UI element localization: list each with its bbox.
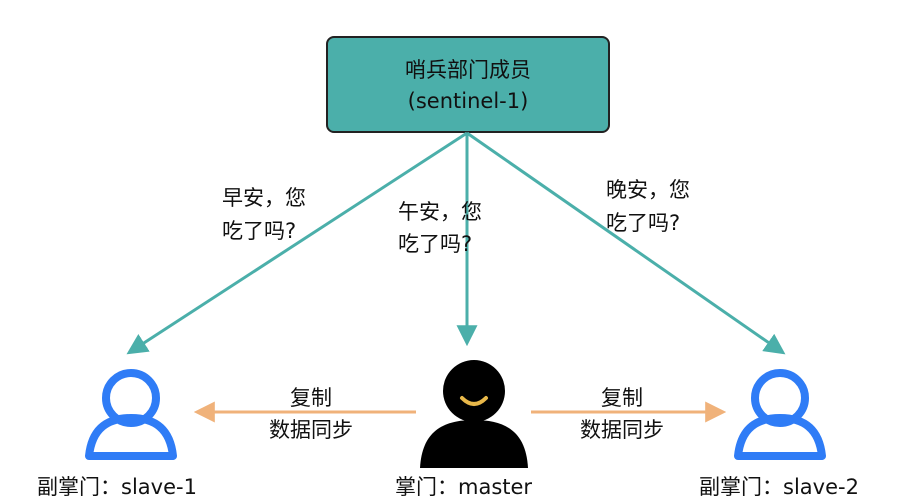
slave1-user-outline-icon xyxy=(85,369,177,460)
arrow-sentinel-to-slave1 xyxy=(126,131,468,355)
slave2-label: 副掌门：slave-2 xyxy=(699,475,859,499)
message-middle-line1: 午安，您 xyxy=(398,200,482,224)
master-label: 掌门：master xyxy=(395,475,532,499)
sync-left-line1: 复制 xyxy=(290,386,332,410)
sentinel-node: 哨兵部门成员 (sentinel-1) xyxy=(326,36,610,133)
message-left: 早安，您 吃了吗? xyxy=(222,186,306,243)
message-middle-line2: 吃了吗? xyxy=(398,232,472,256)
message-right-line1: 晚安，您 xyxy=(606,178,690,202)
master-user-filled-icon xyxy=(420,360,528,468)
sentinel-subtitle: (sentinel-1) xyxy=(408,89,529,113)
sync-label-right: 复制 数据同步 xyxy=(580,386,664,442)
sync-right-line1: 复制 xyxy=(601,386,643,410)
message-left-line1: 早安，您 xyxy=(222,186,306,210)
sync-right-line2: 数据同步 xyxy=(580,418,664,442)
master-smile-icon xyxy=(460,396,488,406)
sync-label-left: 复制 数据同步 xyxy=(269,386,353,442)
sync-left-line2: 数据同步 xyxy=(269,418,353,442)
slave1-label: 副掌门：slave-1 xyxy=(37,475,197,499)
message-right-line2: 吃了吗? xyxy=(606,211,680,235)
arrow-sentinel-to-slave2 xyxy=(466,131,786,355)
sentinel-box xyxy=(326,36,610,133)
slave2-user-outline-icon xyxy=(734,369,826,460)
message-right: 晚安，您 吃了吗? xyxy=(606,178,690,235)
sentinel-title: 哨兵部门成员 xyxy=(405,58,531,82)
message-middle: 午安，您 吃了吗? xyxy=(398,200,482,256)
message-left-line2: 吃了吗? xyxy=(222,219,296,243)
